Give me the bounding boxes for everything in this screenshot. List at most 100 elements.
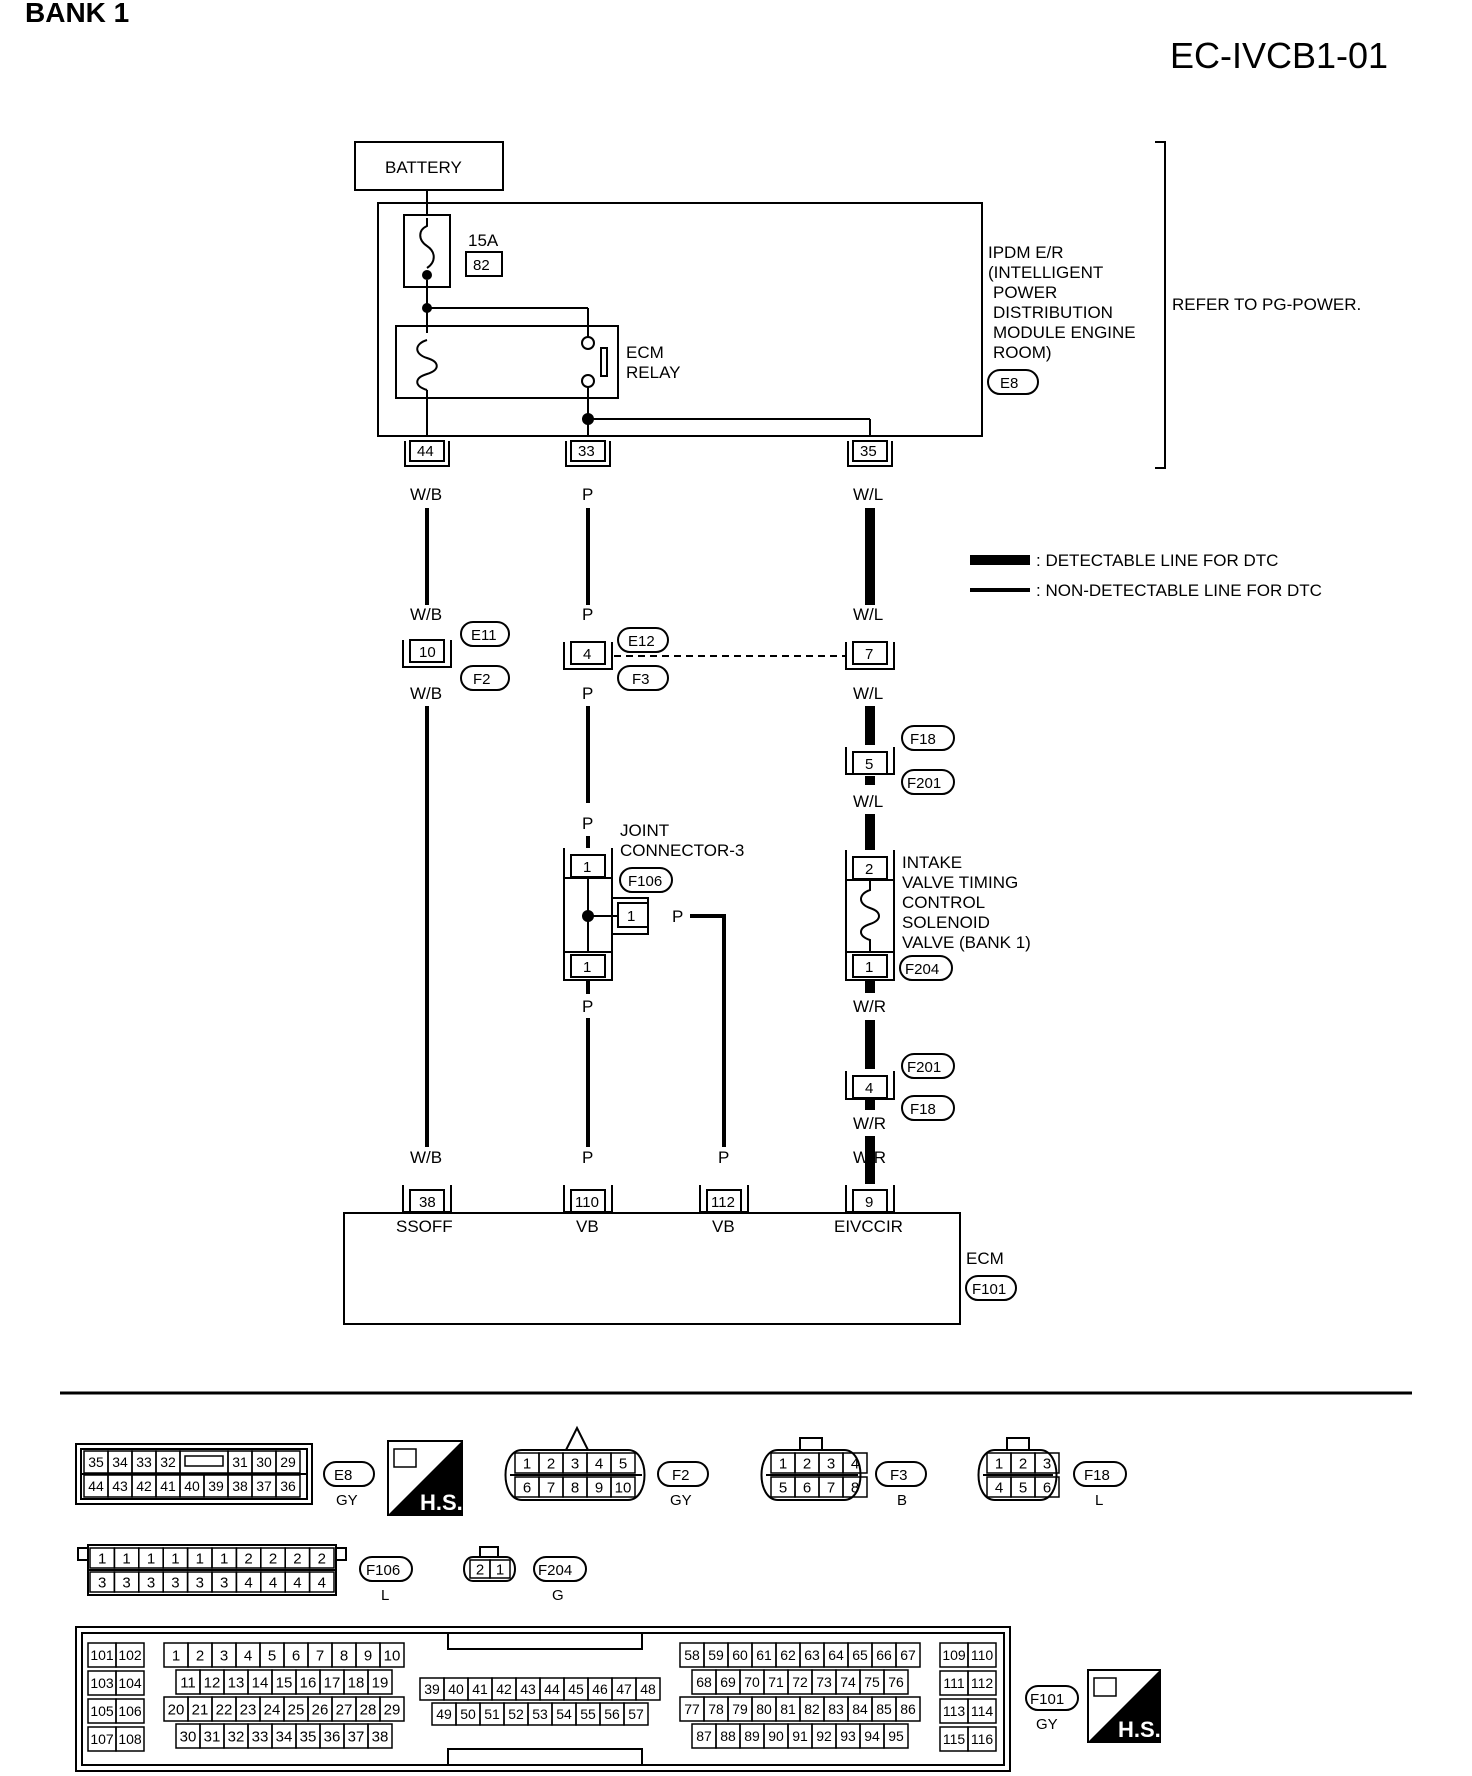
connector-pin-cell [610, 1476, 636, 1498]
connector-pin-number: 41 [472, 1681, 488, 1697]
svg-text:2: 2 [865, 861, 873, 878]
connector-pin-number: 42 [496, 1681, 512, 1697]
connector-pin-number: 82 [804, 1701, 820, 1717]
connector-pin-number: 91 [792, 1728, 808, 1744]
harness-side-icon: H.S. [387, 1440, 463, 1516]
connector-pin-cell [115, 1670, 145, 1696]
connector-pin-number: 6 [292, 1647, 300, 1664]
connector-pin-number: 2 [244, 1550, 252, 1567]
svg-text:4: 4 [583, 646, 591, 663]
ecm-pin-110: 110 VB [563, 1185, 613, 1236]
connector-pin-number: 7 [827, 1479, 835, 1496]
connector-pin-number: 101 [90, 1647, 114, 1663]
svg-text:GY: GY [336, 1492, 358, 1509]
svg-text:F3: F3 [632, 671, 650, 688]
connector-pin-number: 63 [804, 1647, 820, 1663]
ipdm-pin-33: 33 [565, 440, 611, 467]
svg-text:SOLENOID: SOLENOID [902, 913, 990, 932]
connector-pin-number: 1 [172, 1647, 180, 1664]
connector-pin-number: 4 [851, 1455, 859, 1472]
svg-text:7: 7 [865, 646, 873, 663]
battery-label: BATTERY [385, 158, 462, 177]
svg-text:E12: E12 [628, 633, 655, 650]
ecm-pin-112: 112 VB [699, 1185, 749, 1236]
svg-text:H.S.: H.S. [420, 1490, 463, 1515]
connector-pin-number: 1 [779, 1455, 787, 1472]
connector-pin-cell [379, 1696, 405, 1722]
connector-pin-number: 2 [1019, 1455, 1027, 1472]
connector-pin-number: 18 [348, 1674, 365, 1691]
svg-text:E8: E8 [1000, 375, 1018, 392]
connector-pin-number: 35 [88, 1454, 104, 1470]
joint-connector-3: JOINT CONNECTOR-3 1 F106 1 1 [563, 821, 744, 981]
connector-pin-number: 60 [732, 1647, 748, 1663]
svg-text:H.S.: H.S. [1118, 1717, 1161, 1742]
svg-text:CONNECTOR-3: CONNECTOR-3 [620, 841, 744, 860]
connector-pin-number: 52 [508, 1706, 524, 1722]
connector-pin-number: 16 [300, 1674, 317, 1691]
connector-pin-number: 87 [696, 1728, 712, 1744]
connector-pin-number: 47 [616, 1681, 632, 1697]
connector-pin-number: 65 [852, 1647, 868, 1663]
svg-text:EIVCCIR: EIVCCIR [834, 1217, 903, 1236]
connector-pin-number: 15 [276, 1674, 293, 1691]
connector-pin-number: 72 [792, 1674, 808, 1690]
connector-pin-number: 107 [90, 1731, 114, 1747]
connector-pin-number: 56 [604, 1706, 620, 1722]
connector-pin-cell [489, 1559, 511, 1579]
connector-pin-number: 29 [280, 1454, 296, 1470]
connector-pin-number: 33 [136, 1454, 152, 1470]
connector-pin-number: 7 [316, 1647, 324, 1664]
connector-pin-cell [623, 1702, 649, 1726]
connector-pin-cell [967, 1670, 997, 1696]
connector-pin-number: 57 [628, 1706, 644, 1722]
connector-pin-number: 46 [592, 1681, 608, 1697]
connector-pin-cell [635, 1677, 661, 1701]
connector-pin-number: 95 [888, 1728, 904, 1744]
connector-pin-cell [308, 1571, 335, 1593]
connector-pin-number: 2 [318, 1550, 326, 1567]
connector-pin-number: 31 [204, 1728, 221, 1745]
connector-pin-number: 41 [160, 1478, 176, 1494]
connector-pin-number: 25 [288, 1701, 305, 1718]
connector-pin-number: 9 [595, 1479, 603, 1496]
svg-text:L: L [1095, 1492, 1103, 1509]
connector-pin-number: 90 [768, 1728, 784, 1744]
connector-pin-number: 2 [547, 1455, 555, 1472]
connector-pin-number: 29 [384, 1701, 401, 1718]
joint-e11-f2: 10 E11 F2 [402, 621, 510, 691]
connector-pin-number: 4 [244, 1574, 252, 1591]
connector-pin-number: 78 [708, 1701, 724, 1717]
svg-text:E11: E11 [471, 627, 497, 644]
connector-pin-number: 86 [900, 1701, 916, 1717]
connector-pin-number: 1 [98, 1550, 106, 1567]
wire-color-label: P [582, 997, 593, 1016]
connector-pin-number: 2 [476, 1561, 484, 1578]
svg-text:F18: F18 [910, 731, 936, 748]
connector-pin-number: 4 [318, 1574, 326, 1591]
svg-text:44: 44 [417, 443, 434, 460]
connector-pin-number: 33 [252, 1728, 269, 1745]
svg-text:1: 1 [583, 859, 591, 876]
connector-pin-number: 12 [204, 1674, 221, 1691]
connector-pin-number: 3 [196, 1574, 204, 1591]
connector-pin-number: 2 [803, 1455, 811, 1472]
svg-text:POWER: POWER [993, 283, 1057, 302]
svg-text:RELAY: RELAY [626, 363, 681, 382]
ecm-pin-38: 38 SSOFF [396, 1185, 453, 1236]
svg-text:VB: VB [576, 1217, 599, 1236]
connector-pin-number: 71 [768, 1674, 784, 1690]
connector-pin-cell [367, 1723, 393, 1749]
wire-color-label: W/L [853, 684, 883, 703]
connector-pin-number: 110 [971, 1647, 994, 1663]
wire-color-label: W/R [853, 1148, 886, 1167]
connector-pin-number: 93 [840, 1728, 856, 1744]
joint-7: 7 [845, 641, 895, 670]
svg-text:F201: F201 [907, 1059, 941, 1076]
connector-pin-number: 94 [864, 1728, 880, 1744]
connector-pin-cell [367, 1669, 393, 1695]
connector-pin-cell [842, 1452, 868, 1474]
